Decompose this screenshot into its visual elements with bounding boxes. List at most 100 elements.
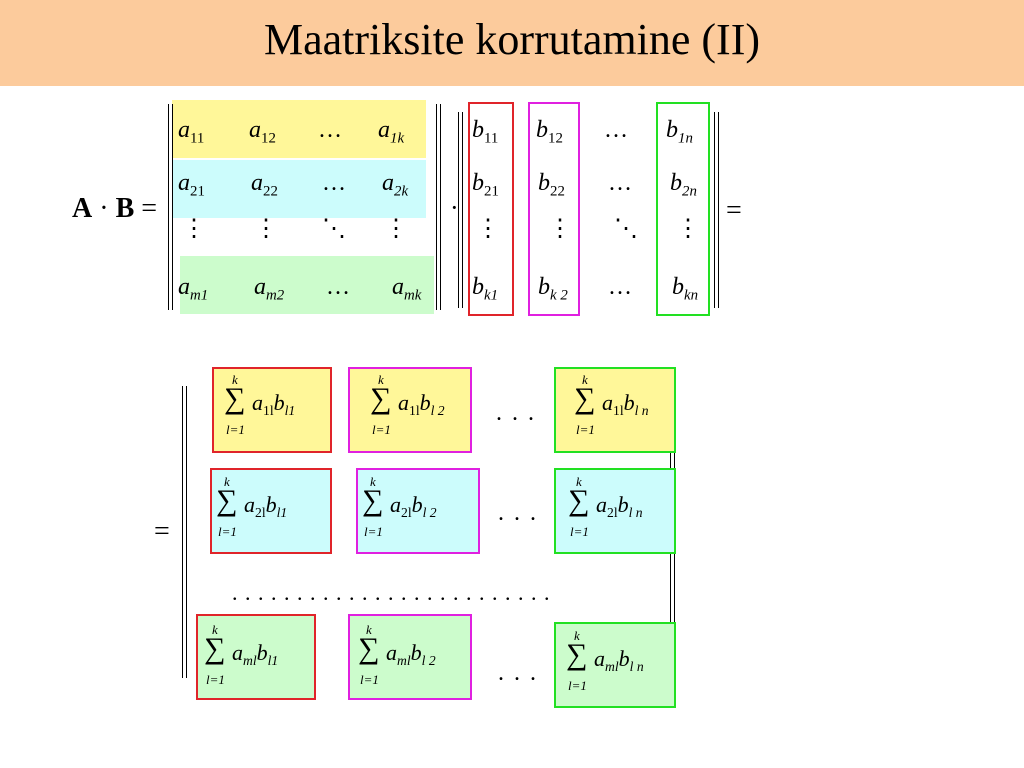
sum-term: a2lbl1 — [244, 492, 288, 521]
matrixA-left-bar — [168, 104, 169, 310]
sum-upper-limit: k — [366, 622, 372, 637]
row-highlight-yellow — [172, 100, 426, 158]
sigma-symbol: ∑ — [362, 484, 384, 517]
lhs-B: B — [115, 193, 135, 224]
result-left-bar — [182, 386, 183, 678]
matrix-cell: b11 — [472, 117, 499, 147]
sum-term: a2lbl n — [596, 492, 643, 521]
sigma-symbol: ∑ — [566, 638, 588, 671]
result-box — [212, 367, 332, 453]
slide-title: Maatriksite korrutamine (II) — [263, 15, 761, 64]
sigma-symbol: ∑ — [370, 382, 392, 415]
matrixB-right-bar — [714, 112, 715, 308]
matrix-cell: ⋱ — [322, 216, 346, 242]
lhs-equals: = — [141, 193, 158, 224]
lhs-expression: A · B = — [72, 193, 157, 225]
matrix-cell: bkn — [672, 274, 699, 304]
horizontal-dots: . . . — [498, 500, 538, 526]
matrix-cell: bk1 — [472, 274, 499, 304]
matrix-cell: ⋮ — [548, 216, 572, 242]
multiply-dot: · — [450, 193, 459, 222]
matrix-cell: … — [604, 117, 628, 143]
horizontal-dots: . . . — [496, 400, 536, 426]
sum-term: a1lbl 2 — [398, 390, 445, 419]
matrix-cell: ⋮ — [254, 216, 278, 242]
column-box-magenta — [528, 102, 580, 316]
matrixA-right-bar-2 — [440, 104, 441, 310]
matrix-cell: ⋮ — [384, 216, 408, 242]
result-box — [348, 367, 472, 453]
sum-upper-limit: k — [212, 622, 218, 637]
matrix-cell: b2n — [670, 170, 697, 200]
matrix-cell: ⋮ — [182, 216, 206, 242]
sum-expression: k ∑ l=1 a2lbl n — [568, 474, 668, 539]
matrix-cell: … — [608, 274, 632, 300]
sum-expression: k ∑ l=1 a1lbl 2 — [370, 372, 470, 437]
long-dot-row: . . . . . . . . . . . . . . . . . . . . … — [232, 580, 551, 605]
result-left-bar-2 — [186, 386, 187, 678]
result-box — [348, 614, 472, 700]
row-highlight-green — [180, 256, 434, 314]
matrix-cell: a2k — [382, 170, 409, 200]
sum-expression: k ∑ l=1 amlbl1 — [204, 622, 304, 687]
sum-expression: k ∑ l=1 a1lbl1 — [224, 372, 324, 437]
sum-upper-limit: k — [378, 372, 384, 387]
sum-upper-limit: k — [582, 372, 588, 387]
result-box — [554, 468, 676, 554]
matrix-cell: a12 — [249, 117, 276, 147]
column-box-red — [468, 102, 514, 316]
sum-lower-limit: l=1 — [576, 422, 595, 437]
matrix-cell: a1k — [378, 117, 405, 147]
sigma-symbol: ∑ — [216, 484, 238, 517]
sum-upper-limit: k — [574, 628, 580, 643]
matrix-cell: bk 2 — [538, 274, 568, 304]
result-box — [196, 614, 316, 700]
lhs-dot: · — [99, 193, 109, 224]
matrix-cell: … — [322, 170, 346, 196]
sum-lower-limit: l=1 — [364, 524, 383, 539]
sum-lower-limit: l=1 — [568, 678, 587, 693]
matrix-cell: amk — [392, 274, 422, 304]
sum-upper-limit: k — [224, 474, 230, 489]
sigma-symbol: ∑ — [224, 382, 246, 415]
sigma-symbol: ∑ — [568, 484, 590, 517]
result-box — [210, 468, 332, 554]
matrix-cell: a22 — [251, 170, 278, 200]
lhs-A: A — [72, 193, 93, 224]
matrix-cell: am2 — [254, 274, 285, 304]
sum-term: a2lbl 2 — [390, 492, 437, 521]
row-highlight-cyan — [172, 160, 426, 218]
matrixA-left-bar-2 — [172, 104, 173, 310]
matrix-cell: b22 — [538, 170, 565, 200]
result-box — [356, 468, 480, 554]
matrixA-right-bar — [436, 104, 437, 310]
horizontal-dots: . . . — [498, 660, 538, 686]
matrix-cell: b1n — [666, 117, 693, 147]
column-box-green — [656, 102, 710, 316]
matrixB-right-bar-2 — [718, 112, 719, 308]
matrix-cell: am1 — [178, 274, 209, 304]
sum-lower-limit: l=1 — [570, 524, 589, 539]
sum-term: amlbl n — [594, 646, 644, 675]
matrix-cell: a11 — [178, 117, 205, 147]
sum-expression: k ∑ l=1 amlbl n — [566, 628, 666, 693]
sum-lower-limit: l=1 — [372, 422, 391, 437]
sum-term: a1lbl n — [602, 390, 649, 419]
sigma-symbol: ∑ — [574, 382, 596, 415]
sum-lower-limit: l=1 — [360, 672, 379, 687]
sum-term: amlbl1 — [232, 640, 279, 669]
sum-lower-limit: l=1 — [226, 422, 245, 437]
matrix-cell: … — [608, 170, 632, 196]
title-bar — [0, 0, 1024, 86]
sigma-symbol: ∑ — [204, 632, 226, 665]
matrix-cell: ⋱ — [614, 216, 638, 242]
result-box — [554, 367, 676, 453]
sum-expression: k ∑ l=1 amlbl 2 — [358, 622, 458, 687]
result-box — [554, 622, 676, 708]
matrix-cell: … — [326, 274, 350, 300]
matrixB-left-bar — [458, 112, 459, 308]
matrix-cell: b12 — [536, 117, 563, 147]
matrixB-left-bar-2 — [462, 112, 463, 308]
sum-expression: k ∑ l=1 a2lbl 2 — [362, 474, 462, 539]
matrix-cell: ⋮ — [476, 216, 500, 242]
